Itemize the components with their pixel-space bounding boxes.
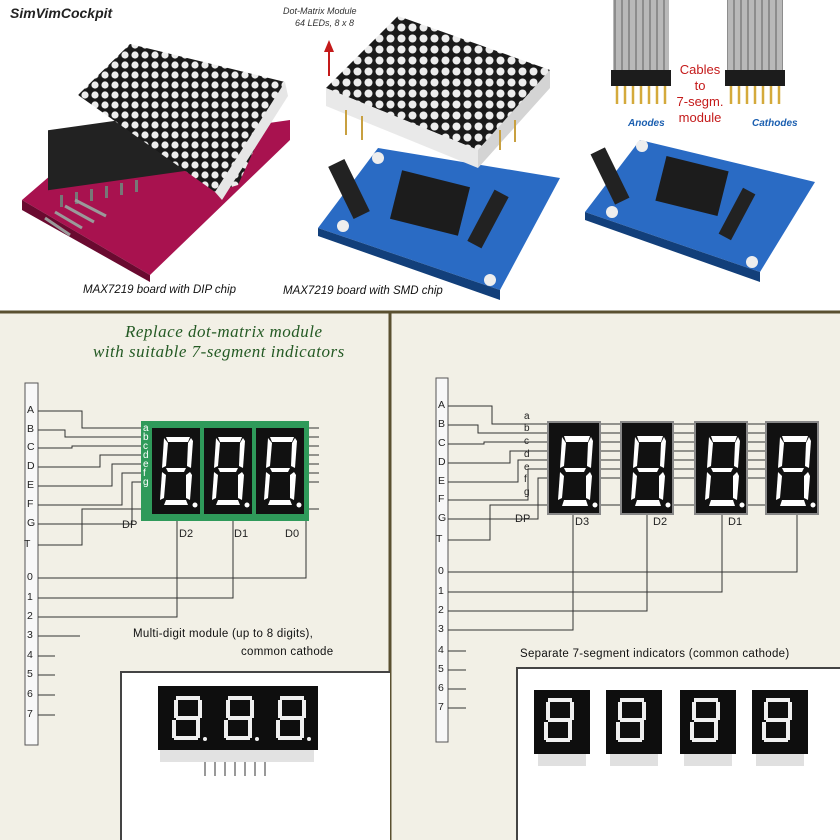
left-title-line1: Replace dot-matrix module bbox=[125, 322, 323, 341]
left-title-line2: with suitable 7-segment indicators bbox=[93, 342, 345, 361]
cable-board-image bbox=[585, 0, 815, 282]
left-schematic bbox=[24, 382, 319, 746]
left-digit-label-d1: D1 bbox=[234, 528, 249, 540]
left-digit-label-d2: D2 bbox=[179, 528, 194, 540]
right-dp-label: DP bbox=[515, 513, 531, 525]
module-title-line2: 64 LEDs, 8 x 8 bbox=[295, 18, 355, 28]
brand-title: SimVimCockpit bbox=[10, 5, 113, 21]
left-digit-label-d0: D0 bbox=[285, 528, 300, 540]
right-indicator-segments bbox=[558, 436, 816, 508]
anodes-label: Anodes bbox=[628, 118, 665, 129]
right-digit-label-d1: D1 bbox=[728, 516, 743, 528]
smd-board-image bbox=[318, 16, 560, 300]
caption-dip: MAX7219 board with DIP chip bbox=[83, 284, 236, 296]
cathodes-label: Cathodes bbox=[752, 118, 798, 129]
dip-board-image bbox=[22, 44, 290, 282]
three-digit-module-image bbox=[158, 686, 318, 776]
left-note-line1: Multi-digit module (up to 8 digits), bbox=[133, 628, 314, 640]
left-display-segments bbox=[160, 437, 302, 508]
right-indicators bbox=[547, 421, 819, 515]
left-note-line2: common cathode bbox=[241, 646, 334, 658]
left-dp-label: DP bbox=[122, 519, 138, 531]
right-schematic bbox=[435, 377, 798, 743]
module-title-line1: Dot-Matrix Module bbox=[283, 6, 357, 16]
cables-label: Cables to 7-segm. module bbox=[676, 62, 724, 125]
four-indicators-image bbox=[534, 690, 808, 766]
right-digit-label-d3: D3 bbox=[575, 516, 590, 528]
right-digit-label-d2: D2 bbox=[653, 516, 668, 528]
right-note: Separate 7-segment indicators (common ca… bbox=[520, 648, 790, 660]
caption-smd: MAX7219 board with SMD chip bbox=[283, 285, 443, 297]
